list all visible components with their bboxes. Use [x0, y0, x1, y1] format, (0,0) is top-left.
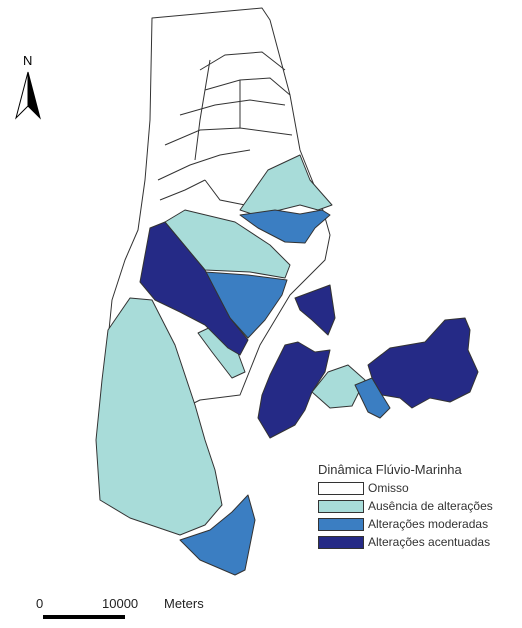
legend-label-omisso: Omisso [368, 481, 409, 495]
legend-title: Dinâmica Flúvio-Marinha [318, 462, 462, 477]
legend-swatch-acentuadas [318, 535, 364, 549]
map-region-ausencia-5 [95, 297, 223, 536]
map-region-acentuadas-4 [367, 317, 479, 409]
legend-swatch-ausencia [318, 499, 364, 513]
north-arrow: N [15, 53, 41, 120]
legend-label-moderadas: Alterações moderadas [368, 517, 489, 531]
north-letter: N [23, 53, 32, 68]
map-region-moderadas-4 [179, 494, 256, 576]
legend-label-acentuadas: Alterações acentuadas [368, 535, 491, 549]
omisso-subdivisions [157, 51, 293, 206]
scale-unit-label: Meters [164, 596, 204, 611]
legend-item-acentuadas: Alterações acentuadas [318, 533, 518, 551]
scale-max-label: 10000 [102, 596, 139, 611]
map-legend: Dinâmica Flúvio-Marinha Omisso Ausência … [318, 462, 518, 551]
legend-swatch-omisso [318, 481, 364, 495]
map-region-acentuadas-1 [139, 221, 249, 356]
map-region-moderadas-1 [239, 209, 331, 244]
map-region-ausencia-4 [311, 364, 366, 409]
map-region-ausencia-2 [164, 209, 291, 279]
legend-item-omisso: Omisso [318, 479, 518, 497]
north-arrow-icon [15, 71, 29, 120]
map-region-acentuadas-3 [257, 341, 331, 439]
north-arrow-shadow-icon [27, 71, 41, 120]
legend-swatch-moderadas [318, 517, 364, 531]
legend-label-ausencia: Ausência de alterações [368, 499, 493, 513]
scale-bar: 0 10000 Meters [36, 596, 236, 626]
legend-item-moderadas: Alterações moderadas [318, 515, 518, 533]
legend-item-ausencia: Ausência de alterações [318, 497, 518, 515]
scale-bar-line [43, 615, 125, 619]
scale-zero-label: 0 [36, 596, 44, 611]
map-region-ausencia-1 [239, 154, 333, 216]
map-region-acentuadas-2 [294, 284, 336, 336]
